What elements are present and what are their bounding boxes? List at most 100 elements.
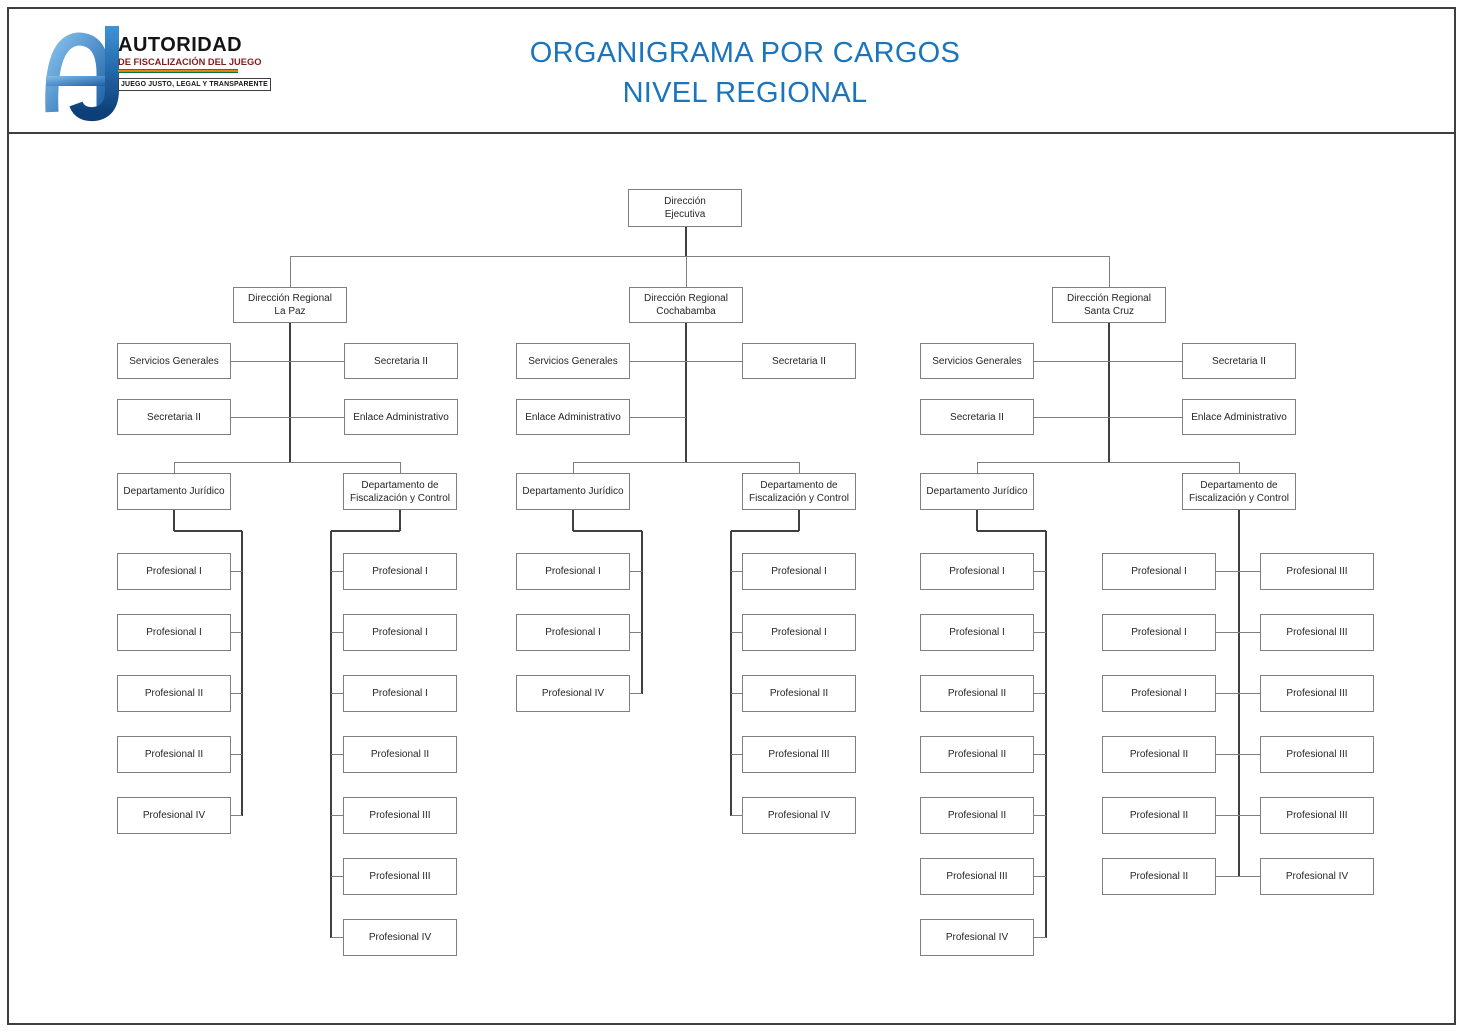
connector-line-h [1034, 360, 1182, 362]
box-servicios-generales: Servicios Generales [516, 343, 630, 379]
connector-line-h [573, 461, 799, 463]
connector-line-h [1216, 571, 1260, 572]
trunk-line-v [685, 227, 687, 256]
box-profesional-iv: Profesional IV [742, 797, 856, 834]
box-profesional-ii: Profesional II [343, 736, 457, 773]
box-profesional-iii: Profesional III [1260, 553, 1374, 590]
connector-line-v [976, 462, 978, 473]
logo-tagline: JUEGO JUSTO, LEGAL Y TRANSPARENTE [118, 78, 271, 91]
box-secretaria-ii: Secretaria II [1182, 343, 1296, 379]
box-profesional-i: Profesional I [1102, 614, 1216, 651]
box-direccion-regional-cochabamba: Dirección Regional Cochabamba [629, 287, 743, 323]
box-profesional-iv: Profesional IV [343, 919, 457, 956]
connector-line-h [977, 461, 1239, 463]
box-profesional-ii: Profesional II [117, 736, 231, 773]
connector-line-h [231, 632, 242, 633]
aj-monogram-icon [45, 26, 119, 122]
box-profesional-i: Profesional I [1102, 553, 1216, 590]
trunk-line-h [573, 530, 642, 532]
trunk-line-v [289, 322, 291, 462]
connector-line-h [1034, 815, 1046, 816]
box-profesional-iii: Profesional III [343, 797, 457, 834]
connector-line-v [685, 256, 687, 287]
box-profesional-ii: Profesional II [1102, 736, 1216, 773]
box-secretaria-ii: Secretaria II [920, 399, 1034, 435]
box-profesional-i: Profesional I [742, 614, 856, 651]
box-profesional-iii: Profesional III [920, 858, 1034, 895]
connector-line-v [1108, 256, 1110, 287]
box-profesional-i: Profesional I [343, 614, 457, 651]
trunk-line-v [730, 531, 732, 816]
trunk-line-h [977, 530, 1046, 532]
connector-line-h [630, 632, 642, 633]
box-profesional-ii: Profesional II [1102, 797, 1216, 834]
connector-line-h [731, 571, 742, 572]
header-separator [7, 132, 1456, 134]
connector-line-h [731, 815, 742, 816]
box-profesional-i: Profesional I [516, 553, 630, 590]
box-enlace-administrativo: Enlace Administrativo [344, 399, 458, 435]
connector-line-h [1034, 754, 1046, 755]
connector-line-h [1216, 754, 1260, 755]
connector-line-v [173, 462, 175, 473]
box-enlace-administrativo: Enlace Administrativo [516, 399, 630, 435]
connector-line-h [731, 754, 742, 755]
connector-line-h [630, 360, 742, 362]
connector-line-h [1216, 693, 1260, 694]
box-profesional-iii: Profesional III [1260, 675, 1374, 712]
trunk-line-v [1108, 322, 1110, 462]
box-departamento-juridico: Departamento Jurídico [920, 473, 1034, 510]
connector-line-h [290, 255, 1109, 257]
connector-line-h [630, 416, 686, 418]
connector-line-h [174, 461, 400, 463]
logo-name: AUTORIDAD [118, 34, 243, 56]
box-profesional-i: Profesional I [920, 614, 1034, 651]
box-servicios-generales: Servicios Generales [117, 343, 231, 379]
connector-line-h [231, 571, 242, 572]
box-enlace-administrativo: Enlace Administrativo [1182, 399, 1296, 435]
connector-line-v [572, 462, 574, 473]
connector-line-h [331, 937, 343, 938]
connector-line-h [1034, 876, 1046, 877]
box-profesional-iv: Profesional IV [117, 797, 231, 834]
box-direccion-regional-la-paz: Dirección Regional La Paz [233, 287, 347, 323]
box-profesional-ii: Profesional II [920, 675, 1034, 712]
box-profesional-ii: Profesional II [742, 675, 856, 712]
connector-line-h [1034, 693, 1046, 694]
connector-line-h [231, 815, 242, 816]
connector-line-v [399, 462, 401, 473]
connector-line-h [630, 693, 642, 694]
connector-line-h [331, 571, 343, 572]
connector-line-h [1034, 632, 1046, 633]
box-profesional-iii: Profesional III [1260, 797, 1374, 834]
trunk-line-h [174, 530, 242, 532]
connector-line-h [231, 693, 242, 694]
box-profesional-i: Profesional I [742, 553, 856, 590]
connector-line-h [331, 815, 343, 816]
connector-line-h [731, 632, 742, 633]
box-direccion-regional-santa-cruz: Dirección Regional Santa Cruz [1052, 287, 1166, 323]
trunk-line-h [331, 530, 400, 532]
box-servicios-generales: Servicios Generales [920, 343, 1034, 379]
connector-line-h [1034, 937, 1046, 938]
box-departamento-de-fiscalizacion-y-control: Departamento de Fiscalización y Control [343, 473, 457, 510]
trunk-line-v [572, 509, 574, 531]
box-departamento-de-fiscalizacion-y-control: Departamento de Fiscalización y Control [742, 473, 856, 510]
box-profesional-iv: Profesional IV [920, 919, 1034, 956]
connector-line-h [331, 876, 343, 877]
box-profesional-ii: Profesional II [920, 797, 1034, 834]
connector-line-h [630, 571, 642, 572]
connector-line-v [798, 462, 800, 473]
box-profesional-i: Profesional I [920, 553, 1034, 590]
logo-subtitle: DE FISCALIZACIÓN DEL JUEGO [118, 57, 262, 67]
box-departamento-juridico: Departamento Jurídico [516, 473, 630, 510]
trunk-line-v [1238, 509, 1240, 877]
trunk-line-v [330, 531, 332, 938]
box-profesional-iv: Profesional IV [516, 675, 630, 712]
page-frame [7, 7, 1456, 1025]
trunk-line-v [976, 509, 978, 531]
trunk-line-h [731, 530, 799, 532]
box-profesional-i: Profesional I [343, 553, 457, 590]
trunk-line-v [1045, 531, 1047, 938]
